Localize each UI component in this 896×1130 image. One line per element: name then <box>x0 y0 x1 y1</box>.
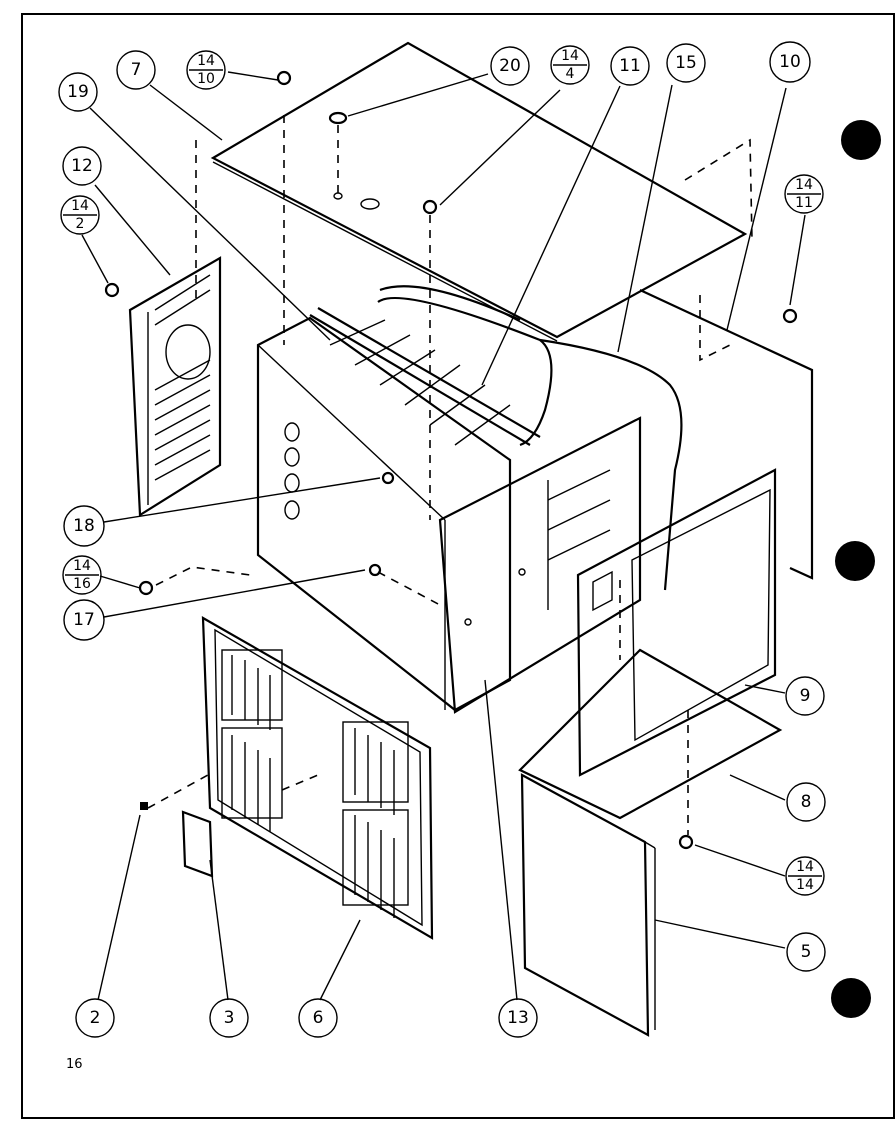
callout-6: 6 <box>298 998 338 1038</box>
fraction-bottom: 14 <box>796 877 814 893</box>
leader-lines <box>81 71 806 1001</box>
fraction-top: 14 <box>796 859 814 875</box>
back-panel <box>639 138 814 580</box>
callout-label: 9 <box>800 686 811 706</box>
callout-11: 11 <box>610 46 650 86</box>
base-plate <box>518 648 783 820</box>
callout-label: 7 <box>131 60 142 80</box>
partition-panel <box>438 416 642 714</box>
fraction-top: 14 <box>71 198 89 214</box>
fraction-top: 14 <box>197 53 215 69</box>
fraction-callout-14-10: 14 10 <box>186 50 226 90</box>
callout-13: 13 <box>498 998 538 1038</box>
fraction-callout-14-4: 14 4 <box>550 45 590 85</box>
fraction-bottom: 11 <box>795 195 813 211</box>
filter-frame <box>576 468 777 777</box>
callout-20: 20 <box>490 46 530 86</box>
chassis-housing <box>256 285 683 712</box>
fasteners <box>104 70 798 850</box>
callout-label: 11 <box>619 56 641 76</box>
fraction-callout-14-2: 14 2 <box>60 195 100 235</box>
fraction-callout-14-16: 14 16 <box>62 555 102 595</box>
callout-label: 6 <box>313 1008 324 1028</box>
callout-12: 12 <box>62 146 102 186</box>
callout-10: 10 <box>769 41 811 83</box>
small-clip-part <box>140 802 148 810</box>
callout-15: 15 <box>666 43 706 83</box>
callout-label: 19 <box>67 82 89 102</box>
callout-19: 19 <box>58 72 98 112</box>
top-cover-panel <box>210 41 748 342</box>
small-label-plate <box>181 810 214 878</box>
callout-label: 17 <box>73 610 95 630</box>
callout-5: 5 <box>786 932 826 972</box>
callout-9: 9 <box>785 676 825 716</box>
callout-18: 18 <box>63 505 105 547</box>
callout-label: 20 <box>499 56 521 76</box>
callout-label: 8 <box>801 792 812 812</box>
registration-dot <box>835 541 875 581</box>
page-border <box>21 13 895 1119</box>
registration-dot <box>831 978 871 1018</box>
fraction-callout-14-11: 14 11 <box>784 174 824 214</box>
callout-7: 7 <box>116 50 156 90</box>
front-grille-left <box>128 256 222 517</box>
page-number: 16 <box>66 1057 83 1072</box>
callout-17: 17 <box>63 599 105 641</box>
callout-label: 12 <box>71 156 93 176</box>
callout-label: 18 <box>73 516 95 536</box>
callout-3: 3 <box>209 998 249 1038</box>
fraction-top: 14 <box>73 558 91 574</box>
dashed-guides <box>147 115 689 835</box>
side-access-panel <box>520 773 656 1037</box>
callout-label: 10 <box>779 52 801 72</box>
callout-label: 5 <box>801 942 812 962</box>
fraction-bottom: 16 <box>73 576 91 592</box>
fraction-top: 14 <box>561 48 579 64</box>
callout-label: 15 <box>675 53 697 73</box>
callout-label: 2 <box>90 1008 101 1028</box>
fraction-callout-14-14: 14 14 <box>785 856 825 896</box>
callout-8: 8 <box>786 782 826 822</box>
fraction-bottom: 2 <box>76 216 85 232</box>
fraction-top: 14 <box>795 177 813 193</box>
registration-dot <box>841 120 881 160</box>
callout-label: 13 <box>507 1008 529 1028</box>
callout-label: 3 <box>224 1008 235 1028</box>
front-grille <box>201 616 434 940</box>
callout-2: 2 <box>75 998 115 1038</box>
fraction-bottom: 4 <box>566 66 575 82</box>
fraction-bottom: 10 <box>197 71 215 87</box>
